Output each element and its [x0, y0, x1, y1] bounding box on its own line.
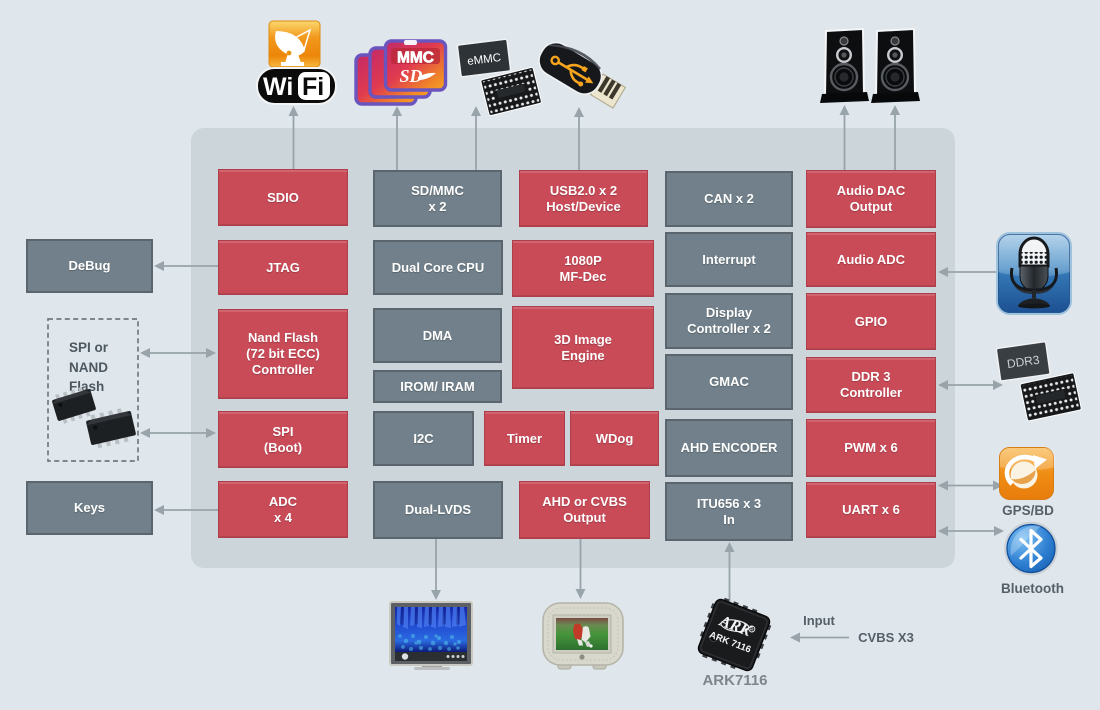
svg-text:SD: SD — [399, 66, 422, 86]
svg-text:Fi: Fi — [302, 73, 324, 101]
svg-text:Wi: Wi — [263, 73, 293, 101]
svg-text:eMMC: eMMC — [467, 52, 502, 68]
svg-text:MMC: MMC — [397, 50, 434, 67]
svg-text:DDR3: DDR3 — [1006, 353, 1041, 371]
svg-text:R: R — [749, 627, 755, 634]
